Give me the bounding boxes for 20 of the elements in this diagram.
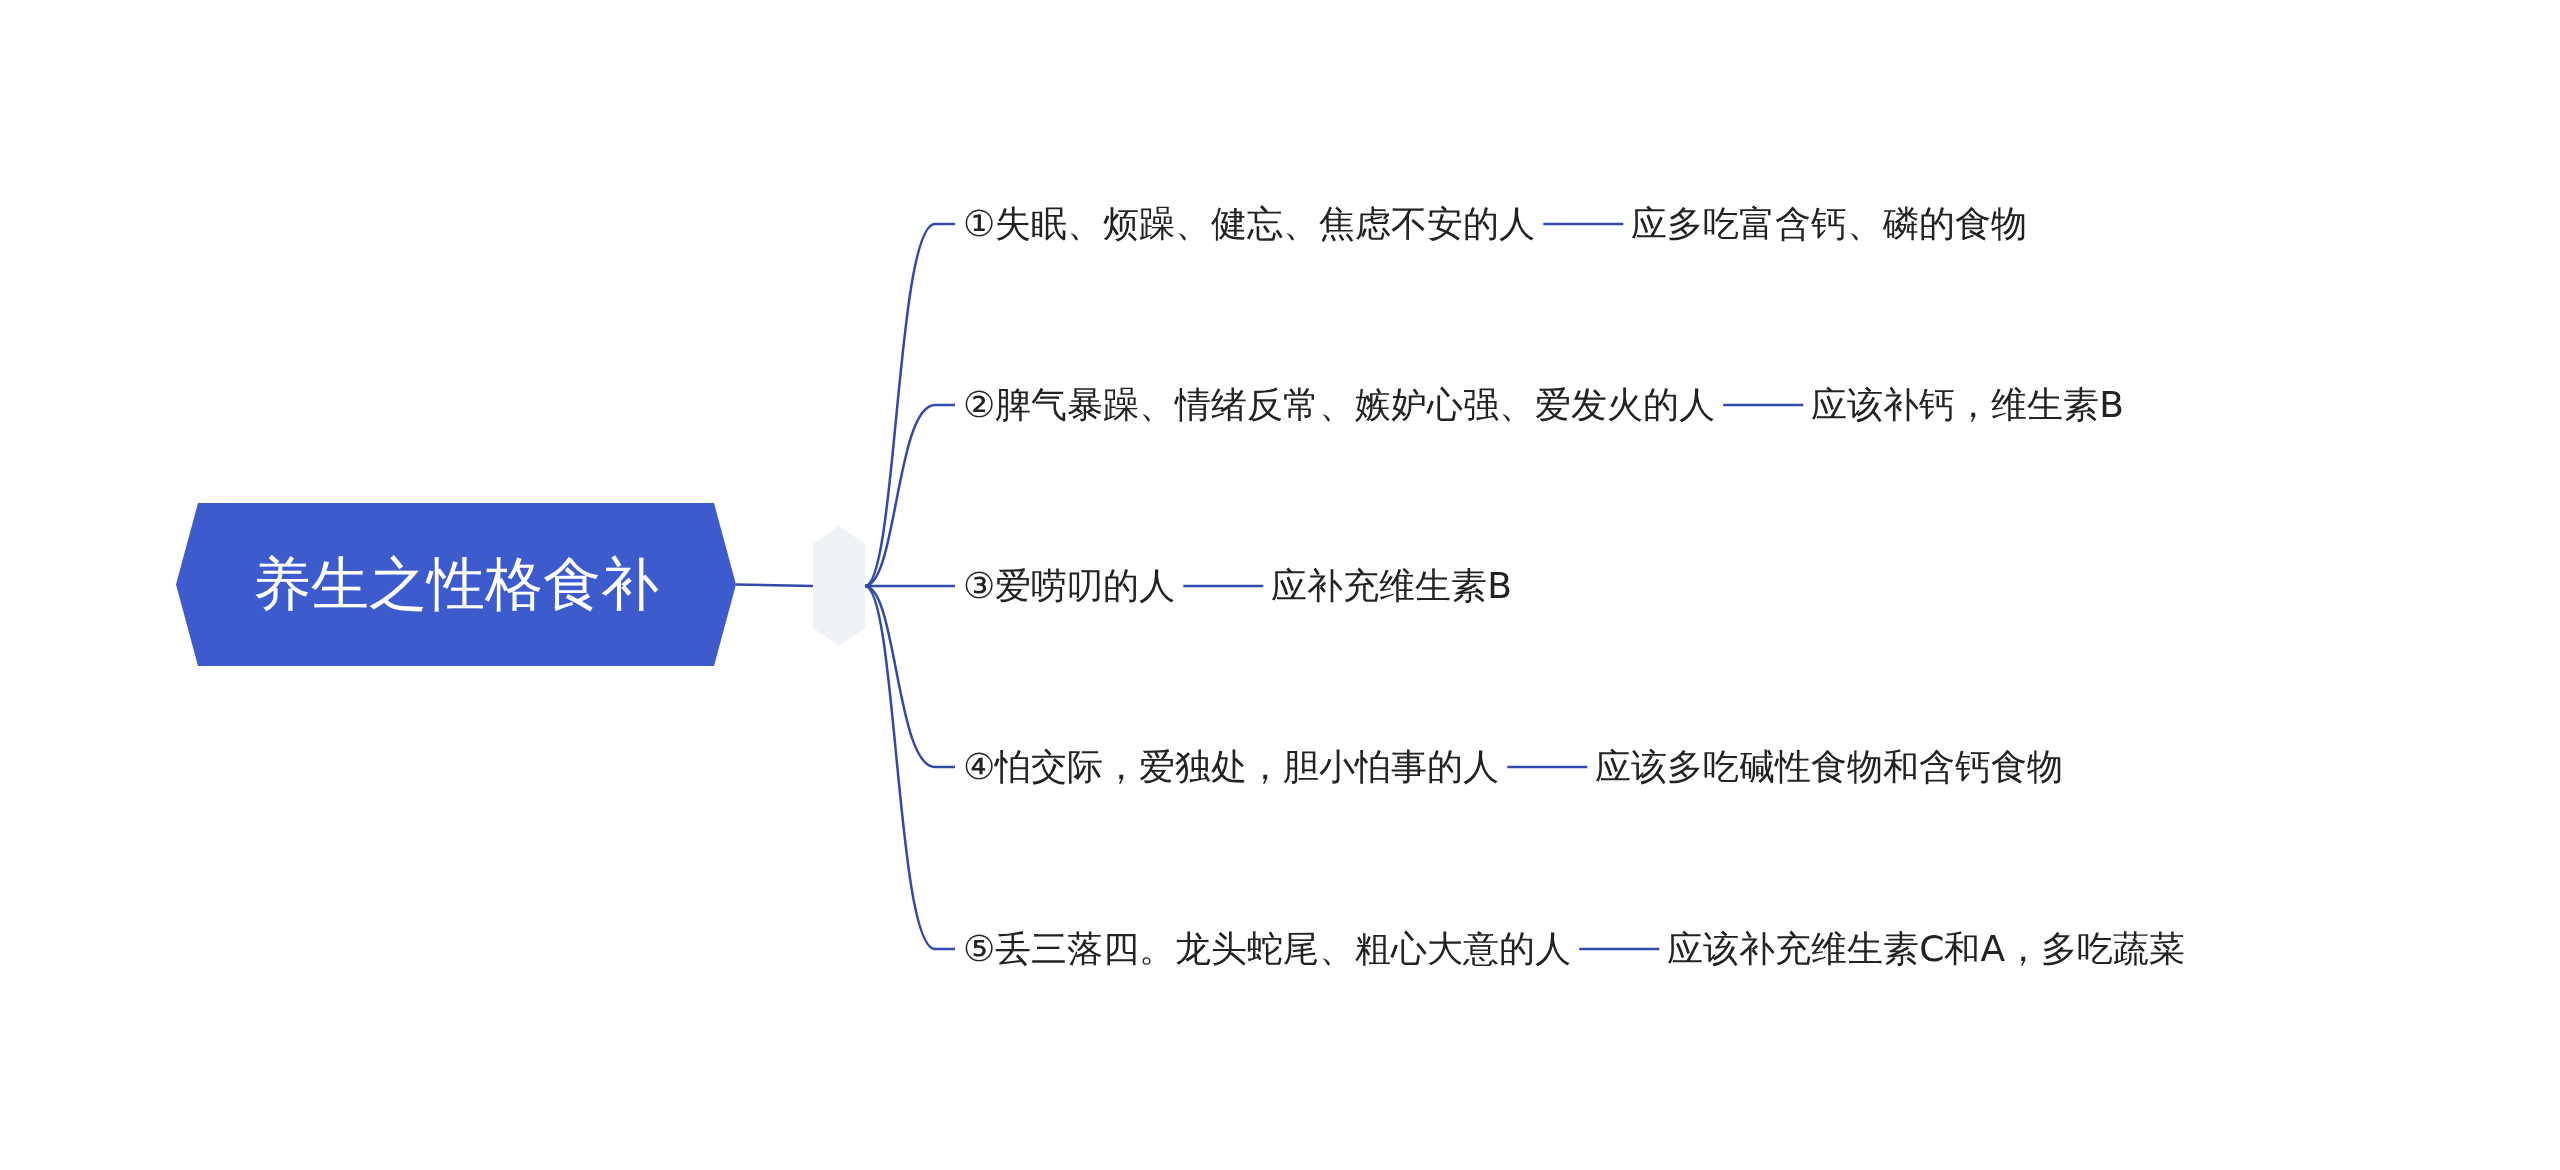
branch-topic-text: 应该补钙，维生素B [1803,381,2132,429]
branch-topic-text: ①失眠、烦躁、健忘、焦虑不安的人 [955,200,1544,248]
connector-line [735,583,814,588]
root-topic-hexagon [176,503,736,666]
root-topic-text: 养生之性格食补 [253,549,659,620]
junction-hexagon [813,526,865,646]
branch-topic-text: 应多吃富含钙、磷的食物 [1623,200,2036,248]
connector-line [1183,584,1264,588]
branch-topic-text: 应该多吃碱性食物和含钙食物 [1587,743,2072,791]
branch-topic-text: 应补充维生素B [1263,562,1520,610]
branch-topic-text: ④怕交际，爱独处，胆小怕事的人 [955,743,1508,791]
connector-line [1723,403,1804,407]
branch-topic-text: ③爱唠叨的人 [955,562,1184,610]
branch-topic-text: ②脾气暴躁、情绪反常、嫉妒心强、爱发火的人 [955,381,1724,429]
connector-line [1579,947,1660,951]
branch-topic-text: 应该补充维生素C和A，多吃蔬菜 [1659,925,2194,973]
connector-line [1507,765,1588,769]
connector-line [864,585,955,951]
branch-topic-text: ⑤丢三落四。龙头蛇尾、粗心大意的人 [955,925,1580,973]
connector-line [1543,222,1624,226]
